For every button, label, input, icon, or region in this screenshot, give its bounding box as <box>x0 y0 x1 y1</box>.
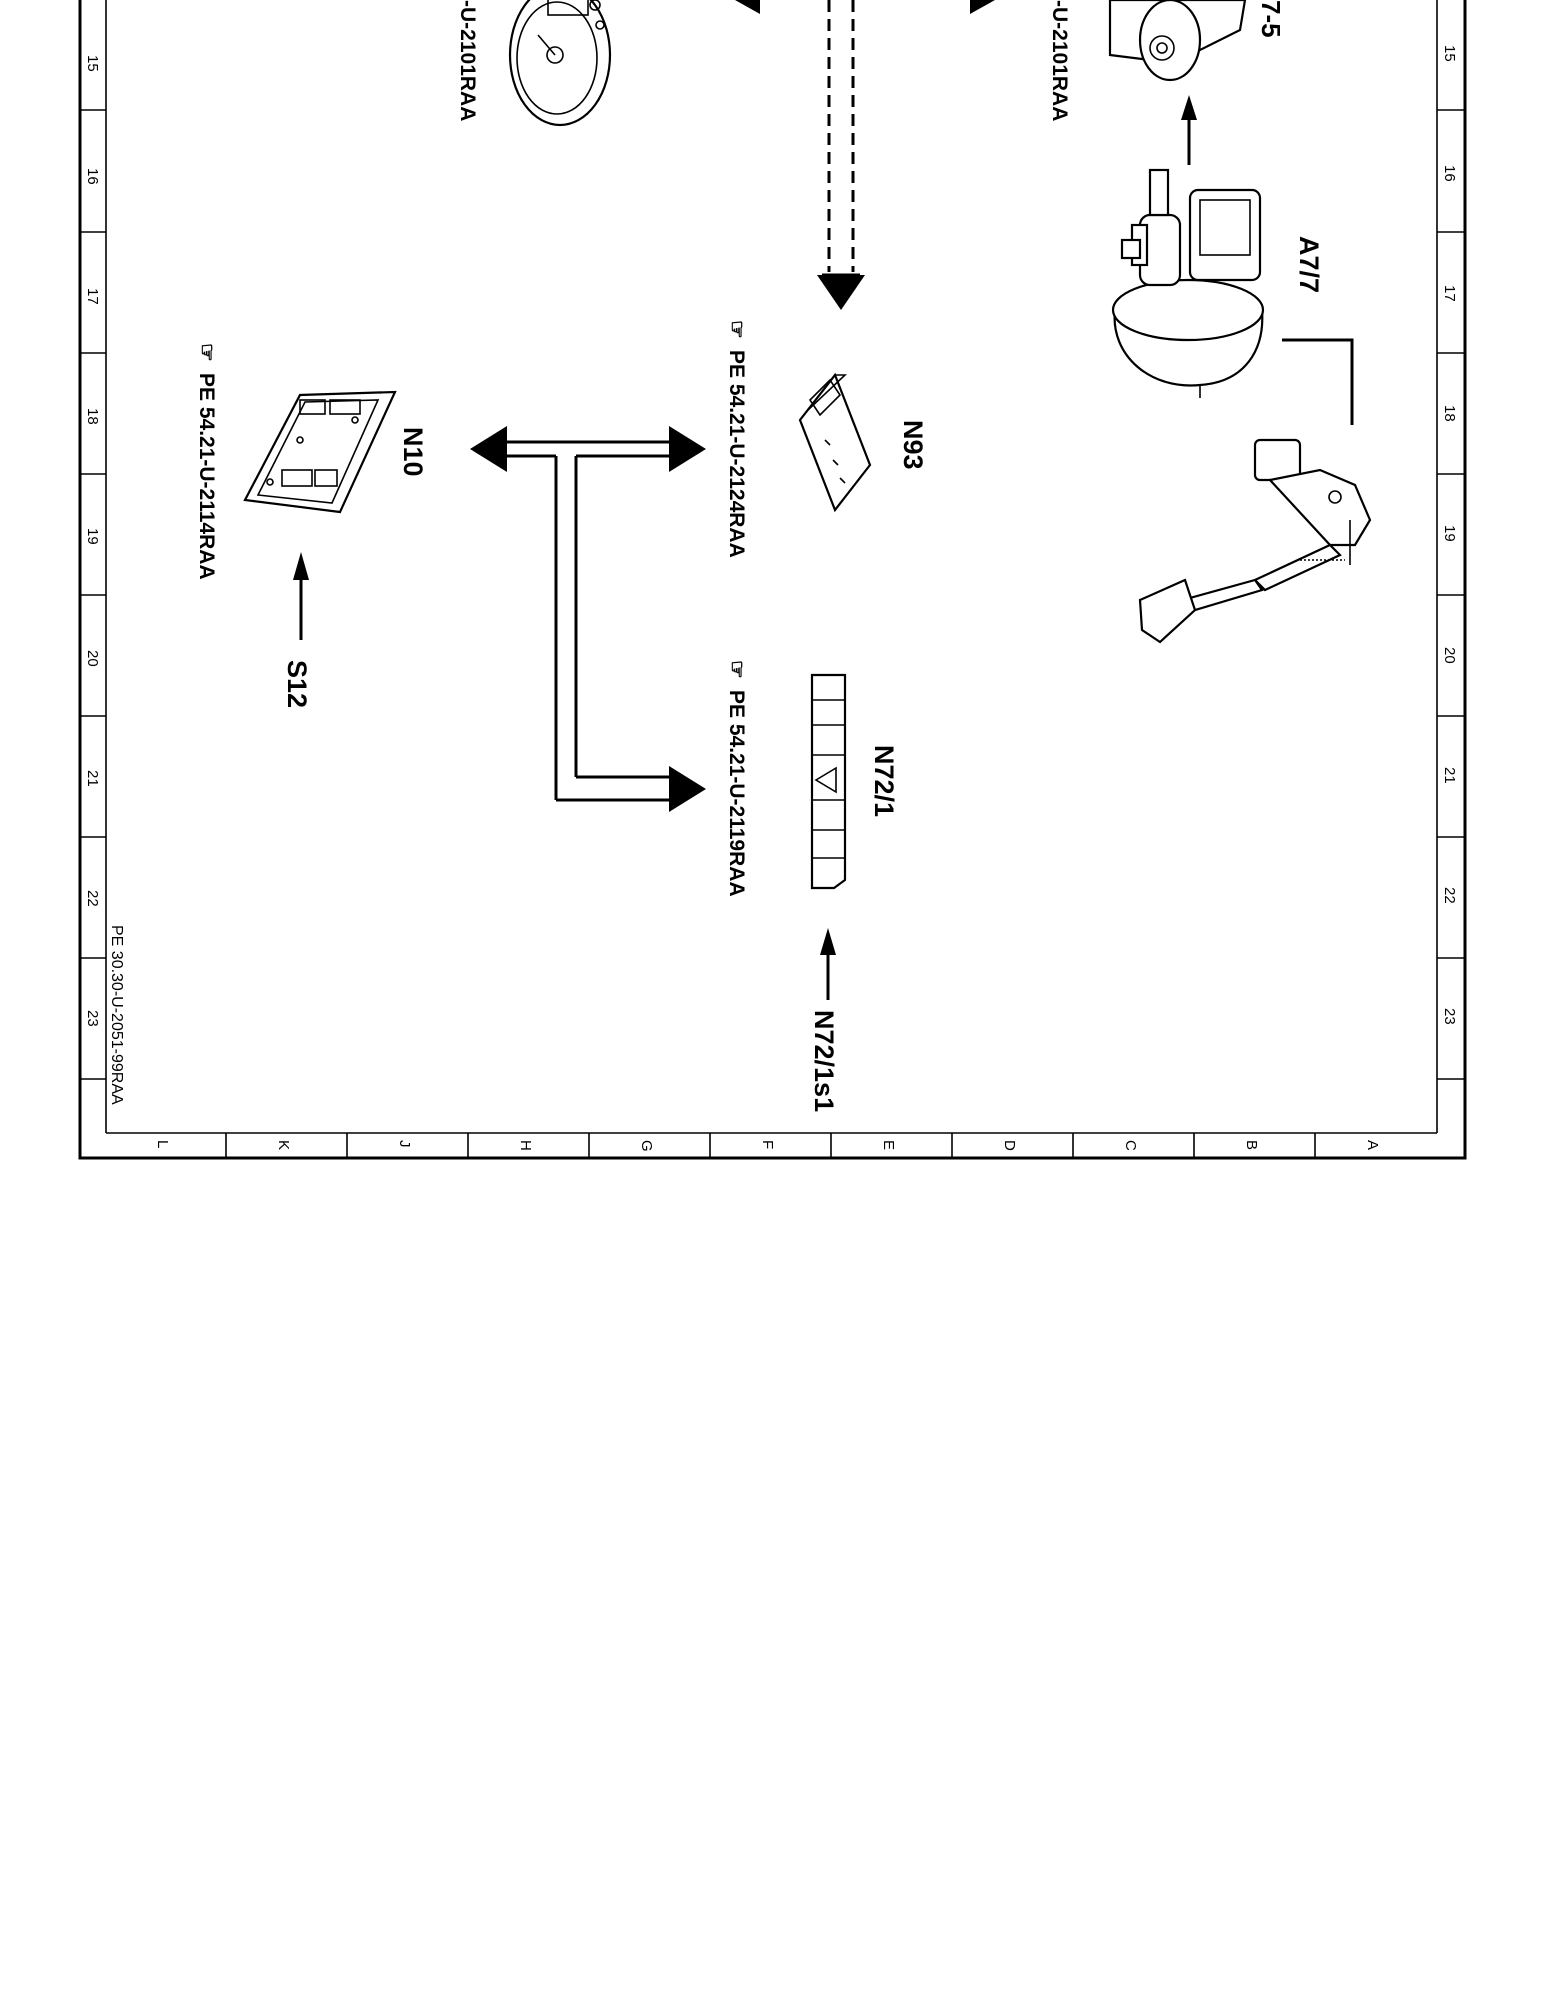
row-label: 17 <box>84 288 101 305</box>
instrument-cluster-partial <box>508 0 612 127</box>
dashed-connection <box>817 0 865 310</box>
reference-partial-right: -U-2101RAA <box>1048 0 1071 121</box>
a7-7-arrow <box>1181 95 1197 165</box>
col-label: G <box>638 1140 655 1152</box>
row-label: 15 <box>84 55 101 72</box>
row-label: 20 <box>1441 647 1458 664</box>
col-label: C <box>1122 1140 1139 1151</box>
row-label: 22 <box>1441 887 1458 904</box>
col-label: E <box>880 1140 897 1150</box>
reference-n93: PE 54.21-U-2124RAA <box>725 350 748 558</box>
hand-pointer-icon: ☞ <box>725 660 748 679</box>
row-label: 16 <box>1441 165 1458 182</box>
row-label: 22 <box>84 890 101 907</box>
row-label: 20 <box>84 650 101 667</box>
partial-arrow-left <box>735 0 760 14</box>
row-label: 23 <box>84 1010 101 1027</box>
col-label: J <box>396 1140 413 1148</box>
row-label: 19 <box>1441 525 1458 542</box>
row-label: 21 <box>1441 767 1458 784</box>
sam-module-component <box>243 390 397 514</box>
outer-frame <box>78 0 1467 1160</box>
row-labels-left: 15 16 17 18 19 20 21 22 23 <box>84 55 101 1027</box>
bus-connection <box>470 426 706 812</box>
component-label-n72-1s1: N72/1s1 <box>809 1010 839 1112</box>
brake-booster-component <box>1111 168 1265 398</box>
row-label: 19 <box>84 528 101 545</box>
col-label: H <box>517 1140 534 1151</box>
n72-1s1-arrow <box>820 928 836 1000</box>
col-label: D <box>1001 1140 1018 1151</box>
component-label-n10: N10 <box>398 427 428 477</box>
row-label: 15 <box>1441 45 1458 62</box>
brake-pedal-component <box>1138 438 1372 644</box>
col-label: F <box>759 1140 776 1149</box>
reference-n72-1: PE 54.21-U-2119RAA <box>725 690 748 897</box>
a7-7-leader-line <box>1282 338 1354 425</box>
row-labels-right: 15 16 17 18 19 20 21 22 23 <box>1441 45 1458 1025</box>
component-label-partial: 7-5 <box>1256 0 1286 38</box>
row-label: 23 <box>1441 1008 1458 1025</box>
reference-partial-left: -U-2101RAA <box>456 0 479 121</box>
component-label-a7-7: A7/7 <box>1294 236 1324 293</box>
row-label: 18 <box>84 408 101 425</box>
drawing-number: PE 30.30-U-2051-99RAA <box>108 925 125 1105</box>
col-labels: L K J H G F E D C B A <box>154 1140 1381 1152</box>
col-label: B <box>1243 1140 1260 1150</box>
component-label-n93: N93 <box>898 420 928 470</box>
row-label: 21 <box>84 770 101 787</box>
col-label: A <box>1364 1140 1381 1150</box>
partial-arrow-right <box>970 0 995 14</box>
row-label: 18 <box>1441 405 1458 422</box>
row-label: 17 <box>1441 285 1458 302</box>
hand-pointer-icon: ☞ <box>195 343 218 362</box>
row-separators <box>80 109 1465 1080</box>
col-label: L <box>154 1140 171 1148</box>
n72-1-switch-panel <box>810 673 847 890</box>
component-label-n72-1: N72/1 <box>869 745 899 817</box>
component-label-s12: S12 <box>282 660 312 708</box>
n93-module-component <box>798 372 872 513</box>
s12-arrow <box>293 552 309 640</box>
reference-n10: PE 54.21-U-2114RAA <box>195 373 218 580</box>
col-label: K <box>275 1140 292 1150</box>
row-label: 16 <box>84 168 101 185</box>
hand-pointer-icon: ☞ <box>725 320 748 339</box>
col-separators <box>225 1133 1316 1158</box>
abs-unit-partial <box>1108 0 1247 82</box>
